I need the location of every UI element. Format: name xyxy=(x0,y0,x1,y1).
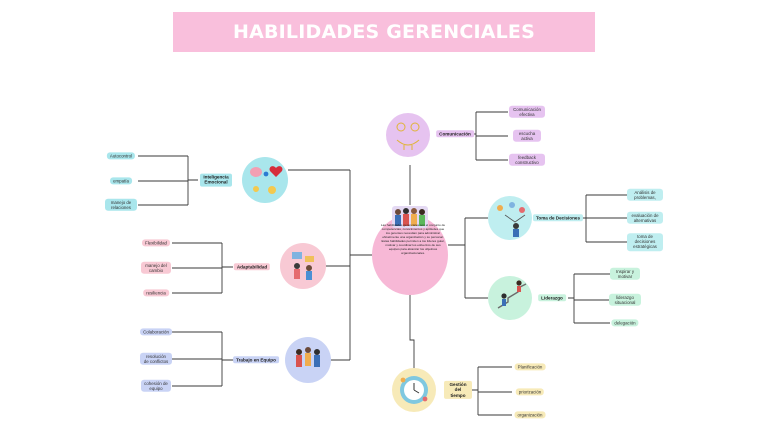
branch-label-comunicacion: Comunicación xyxy=(436,130,474,138)
ideas-lightbulb-icon xyxy=(396,122,420,150)
teamwork-icon xyxy=(296,347,320,367)
team-illustration-icon xyxy=(392,206,428,228)
adaptabilidad-node xyxy=(280,243,326,289)
leaf-comunicacion-1: Comunicación efectiva xyxy=(509,105,545,119)
leaf-liderazgo-1: Inspirar y motivar xyxy=(610,267,640,281)
leaf-tiempo-1: Planificación xyxy=(514,363,546,371)
clock-time-icon xyxy=(400,376,428,404)
branch-label-decisiones: Toma de Decisiones xyxy=(532,214,584,222)
center-description: Las habilidades gerenciales son el conju… xyxy=(380,223,446,255)
leaf-tiempo-3: organización xyxy=(514,411,546,419)
brain-heart-icon xyxy=(250,166,283,194)
connector-lines xyxy=(138,111,627,416)
liderazgo-node xyxy=(488,276,532,320)
page-title: HABILIDADES GERENCIALES xyxy=(232,21,536,43)
leaf-adaptabilidad-1: Flexibilidad xyxy=(142,239,170,247)
adaptability-people-icon xyxy=(292,252,314,280)
leaf-decisiones-1: Análisis de problemas, xyxy=(627,188,663,202)
leadership-climb-icon xyxy=(497,280,527,309)
branch-label-trabajo: Trabajo en Equipo xyxy=(233,356,279,364)
leaf-adaptabilidad-3: resiliencia xyxy=(143,289,169,297)
title-banner: HABILIDADES GERENCIALES xyxy=(173,12,595,52)
connector-trabajo-leaves xyxy=(172,331,236,387)
leaf-inteligencia-2: empatía xyxy=(110,177,132,185)
connector-decisiones-leaves xyxy=(580,194,627,243)
leaf-inteligencia-3: manejo de relaciones xyxy=(105,198,137,212)
connector-tiempo xyxy=(409,290,415,368)
leaf-liderazgo-3: delegación xyxy=(611,319,639,327)
leaf-adaptabilidad-2: manejo del cambio xyxy=(141,261,171,275)
connector-tiempo-leaves xyxy=(472,366,512,416)
branch-label-tiempo: Gestión del tiempo xyxy=(444,380,472,400)
leaf-inteligencia-1: Autocontrol xyxy=(106,152,136,160)
center-node xyxy=(372,215,448,295)
connector-adaptabilidad-leaves xyxy=(172,242,233,294)
inteligencia-node xyxy=(242,157,288,203)
leaf-tiempo-2: priorización xyxy=(515,388,545,396)
connector-inteligencia-leaves xyxy=(138,155,198,206)
branch-label-inteligencia: Inteligencia Emocional xyxy=(200,173,232,187)
leaf-comunicacion-2: escucha activa xyxy=(513,129,541,143)
leaf-decisiones-3: toma de decisiones estratégicas xyxy=(627,233,663,251)
connector-liderazgo-leaves xyxy=(568,273,610,324)
branch-label-adaptabilidad: Adaptabilidad xyxy=(233,263,271,271)
leaf-trabajo-1: Colaboración xyxy=(140,328,172,336)
decision-making-icon xyxy=(497,202,526,237)
connector-comunicacion-leaves xyxy=(470,111,508,161)
comunicacion-node xyxy=(386,113,430,157)
leaf-liderazgo-2: liderazgo situacional xyxy=(609,293,641,307)
leaf-trabajo-3: cohesión de equipo xyxy=(141,379,171,393)
leaf-comunicacion-3: feedback constructivo xyxy=(509,153,545,167)
leaf-trabajo-2: resolución de conflictos xyxy=(140,352,172,366)
decisiones-node xyxy=(488,196,532,240)
leaf-decisiones-2: evaluación de alternativas xyxy=(627,211,663,225)
branch-label-liderazgo: Liderazgo xyxy=(538,294,566,302)
